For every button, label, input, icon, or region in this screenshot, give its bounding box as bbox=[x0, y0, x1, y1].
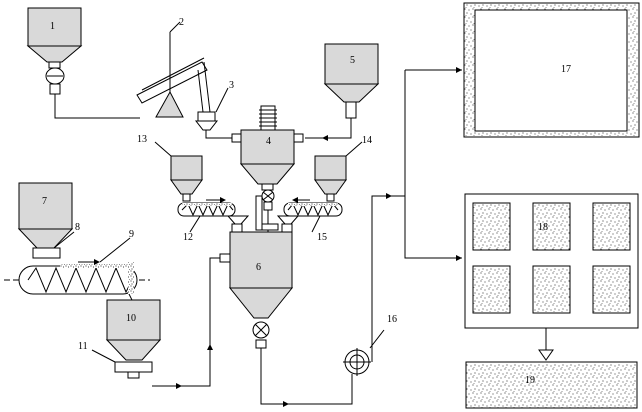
label-11: 11 bbox=[78, 341, 88, 352]
label-13: 13 bbox=[137, 134, 147, 145]
label-5: 5 bbox=[350, 55, 355, 66]
hopper-5 bbox=[305, 43, 380, 141]
return-line bbox=[152, 257, 220, 389]
unit-19 bbox=[465, 361, 638, 409]
unit-17 bbox=[463, 2, 640, 138]
screw-conveyor-9 bbox=[4, 237, 150, 301]
label-16: 16 bbox=[387, 314, 397, 325]
label-2: 2 bbox=[179, 17, 184, 28]
hopper-7 bbox=[17, 182, 75, 259]
label-7: 7 bbox=[42, 196, 47, 207]
label-18: 18 bbox=[538, 222, 548, 233]
mixer-4 bbox=[231, 105, 304, 232]
hopper-14 bbox=[314, 141, 363, 202]
distribution-lines bbox=[371, 67, 462, 362]
hopper-1 bbox=[26, 7, 140, 119]
pump-16 bbox=[343, 329, 385, 376]
inclined-conveyor-2 bbox=[136, 21, 211, 118]
label-6: 6 bbox=[256, 262, 261, 273]
unit-18 bbox=[464, 193, 639, 361]
label-15: 15 bbox=[317, 232, 327, 243]
label-8: 8 bbox=[75, 222, 80, 233]
number-labels: 1 2 3 4 5 6 7 8 9 10 11 12 13 14 15 16 1… bbox=[42, 17, 571, 386]
feeder-3 bbox=[194, 87, 232, 139]
screw-conveyor-12 bbox=[177, 197, 250, 233]
screw-conveyor-15 bbox=[276, 197, 343, 233]
label-17: 17 bbox=[561, 64, 571, 75]
label-12: 12 bbox=[183, 232, 193, 243]
hopper-13 bbox=[154, 141, 203, 202]
label-10: 10 bbox=[126, 313, 136, 324]
label-14: 14 bbox=[362, 135, 372, 146]
hopper-10 bbox=[91, 299, 162, 379]
label-19: 19 bbox=[525, 375, 535, 386]
label-1: 1 bbox=[50, 21, 55, 32]
label-4: 4 bbox=[266, 136, 271, 147]
vessel-6 bbox=[219, 195, 353, 407]
label-9: 9 bbox=[129, 229, 134, 240]
label-3: 3 bbox=[229, 80, 234, 91]
